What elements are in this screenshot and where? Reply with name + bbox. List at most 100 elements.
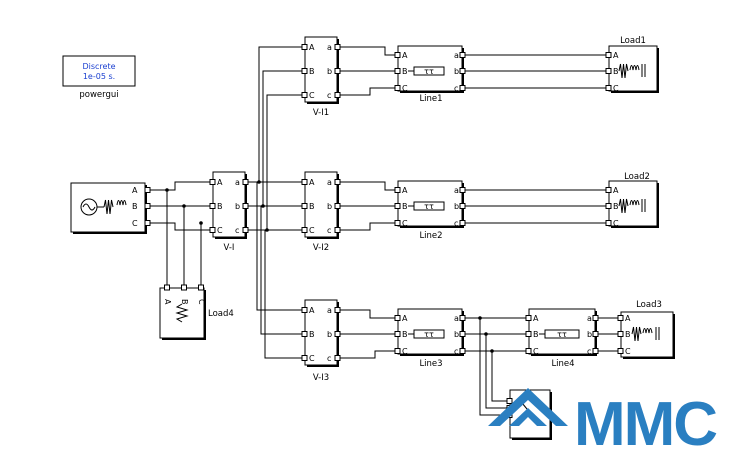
vi3-block[interactable]: A B C a b c V-I3 [301,299,341,383]
svg-text:B: B [309,67,315,76]
junctions [165,180,494,353]
svg-text:ττ: ττ [557,330,567,339]
svg-text:B: B [613,202,619,211]
vi1-block[interactable]: A B C a b c V-I1 [301,36,341,118]
svg-text:A: A [402,51,408,60]
svg-text:C: C [309,354,315,363]
three-phase-source-block[interactable]: A B C [70,182,151,234]
svg-text:ττ: ττ [424,202,434,211]
svg-text:A: A [309,43,315,52]
line2-label: Line2 [419,231,442,241]
svg-text:c: c [235,226,239,235]
wires [146,46,621,416]
resistor-icon [175,303,189,323]
svg-text:A: A [402,186,408,195]
svg-text:b: b [454,67,459,76]
svg-text:A: A [132,186,138,195]
resistor-icon [631,326,642,342]
vi3-label: V-I3 [313,373,329,383]
svg-text:b: b [235,202,240,211]
load1-label: Load1 [620,36,646,46]
powergui-sample-time: 1e-05 s. [83,72,115,81]
vi2-label: V-I2 [313,243,329,253]
pi-line-icon [544,329,580,339]
svg-text:a: a [454,314,459,323]
load4-label: Load4 [208,309,234,319]
svg-text:a: a [235,178,240,187]
load4-block[interactable]: A B C Load4 [159,284,234,340]
svg-text:B: B [402,202,408,211]
vi2-block[interactable]: A B C a b c V-I2 [301,171,341,253]
svg-text:c: c [454,84,458,93]
pi-line-icon [413,201,445,211]
svg-text:C: C [197,299,206,305]
load2-block[interactable]: A B C Load2 [605,172,659,228]
vi-block[interactable]: A B C a b c V-I [209,171,249,253]
mmc-logo: MMC [488,388,719,459]
svg-text:C: C [132,219,138,228]
inductor-icon [629,200,640,206]
svg-text:C: C [625,347,631,356]
svg-text:A: A [625,314,631,323]
inductor-icon [629,65,640,71]
ac-source-icon [82,203,96,211]
svg-text:A: A [309,306,315,315]
svg-text:b: b [327,330,332,339]
vi-label: V-I [224,243,235,253]
mmc-logo-icon [488,388,568,426]
svg-text:a: a [327,43,332,52]
svg-text:C: C [217,226,223,235]
line3-block[interactable]: A B C a b c ττ Line3 [394,308,466,369]
load2-label: Load2 [624,172,650,182]
svg-text:B: B [402,67,408,76]
impedance-icon [103,199,114,215]
svg-text:B: B [309,330,315,339]
svg-text:A: A [402,314,408,323]
pi-line-icon [413,329,445,339]
svg-text:b: b [454,202,459,211]
svg-text:B: B [132,202,138,211]
svg-text:C: C [309,226,315,235]
svg-text:c: c [454,219,458,228]
powergui-mode: Discrete [82,62,115,71]
powergui-block[interactable]: Discrete 1e-05 s. powergui [62,55,136,100]
svg-text:B: B [180,299,189,305]
svg-text:a: a [327,178,332,187]
line1-label: Line1 [419,94,442,104]
pi-line-icon [413,66,445,76]
svg-text:C: C [613,219,619,228]
svg-text:b: b [327,67,332,76]
svg-text:B: B [613,67,619,76]
svg-text:b: b [327,202,332,211]
line2-block[interactable]: A B C a b c ττ Line2 [394,180,466,241]
svg-text:c: c [454,347,458,356]
svg-text:b: b [454,330,459,339]
load3-block[interactable]: A B C Load3 [617,300,675,359]
svg-text:c: c [327,354,331,363]
load3-label: Load3 [636,300,662,310]
line1-block[interactable]: A B C a b c ττ Line1 [394,45,466,104]
resistor-icon [618,63,629,79]
svg-text:C: C [402,219,408,228]
svg-text:c: c [327,91,331,100]
svg-text:ττ: ττ [424,67,434,76]
svg-text:A: A [309,178,315,187]
svg-text:C: C [309,91,315,100]
svg-text:A: A [613,186,619,195]
mmc-logo-text: MMC [574,390,717,459]
line3-label: Line3 [419,359,442,369]
line4-label: Line4 [551,359,574,369]
svg-text:C: C [402,347,408,356]
inductor-icon [642,328,653,334]
line4-block[interactable]: A B C a b c ττ Line4 [525,308,599,369]
svg-text:A: A [533,314,539,323]
powergui-label: powergui [79,90,118,100]
svg-text:a: a [587,314,592,323]
svg-text:A: A [613,51,619,60]
svg-text:C: C [533,347,539,356]
svg-text:B: B [625,330,631,339]
vi1-label: V-I1 [313,108,329,118]
load1-block[interactable]: A B C Load1 [605,36,659,93]
svg-text:B: B [309,202,315,211]
